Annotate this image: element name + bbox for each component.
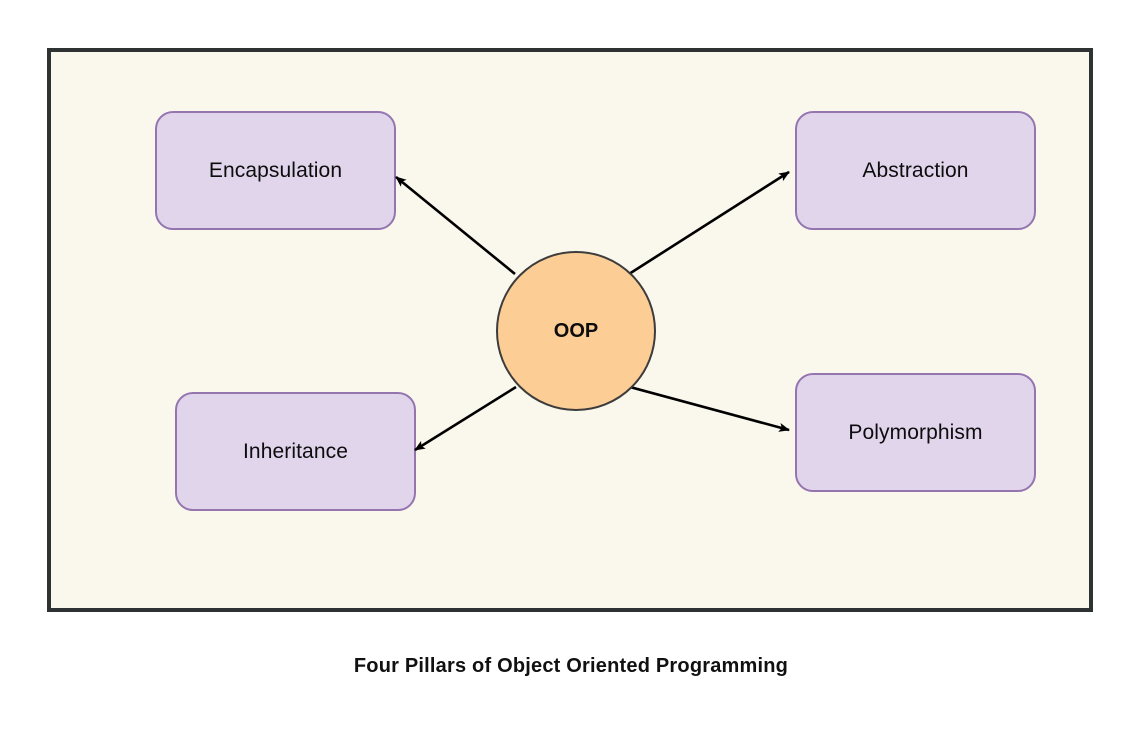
node-encapsulation-label: Encapsulation xyxy=(208,159,343,182)
node-inheritance-label: Inheritance xyxy=(242,440,348,463)
node-abstraction[interactable]: Abstraction xyxy=(795,111,1036,230)
diagram-caption: Four Pillars of Object Oriented Programm… xyxy=(353,655,789,677)
node-oop-hub[interactable]: OOP xyxy=(496,251,656,411)
node-polymorphism[interactable]: Polymorphism xyxy=(795,373,1036,492)
diagram-frame: Encapsulation Abstraction Inheritance Po… xyxy=(47,48,1093,612)
node-inheritance[interactable]: Inheritance xyxy=(175,392,416,511)
edge-oop-to-abstraction xyxy=(628,170,790,276)
node-encapsulation[interactable]: Encapsulation xyxy=(155,111,396,230)
node-oop-hub-label: OOP xyxy=(553,320,599,342)
edge-oop-to-encapsulation xyxy=(395,175,516,276)
node-abstraction-label: Abstraction xyxy=(862,159,969,182)
node-polymorphism-label: Polymorphism xyxy=(848,421,983,444)
edge-oop-to-inheritance xyxy=(414,385,517,452)
edge-oop-to-polymorphism xyxy=(629,385,790,432)
